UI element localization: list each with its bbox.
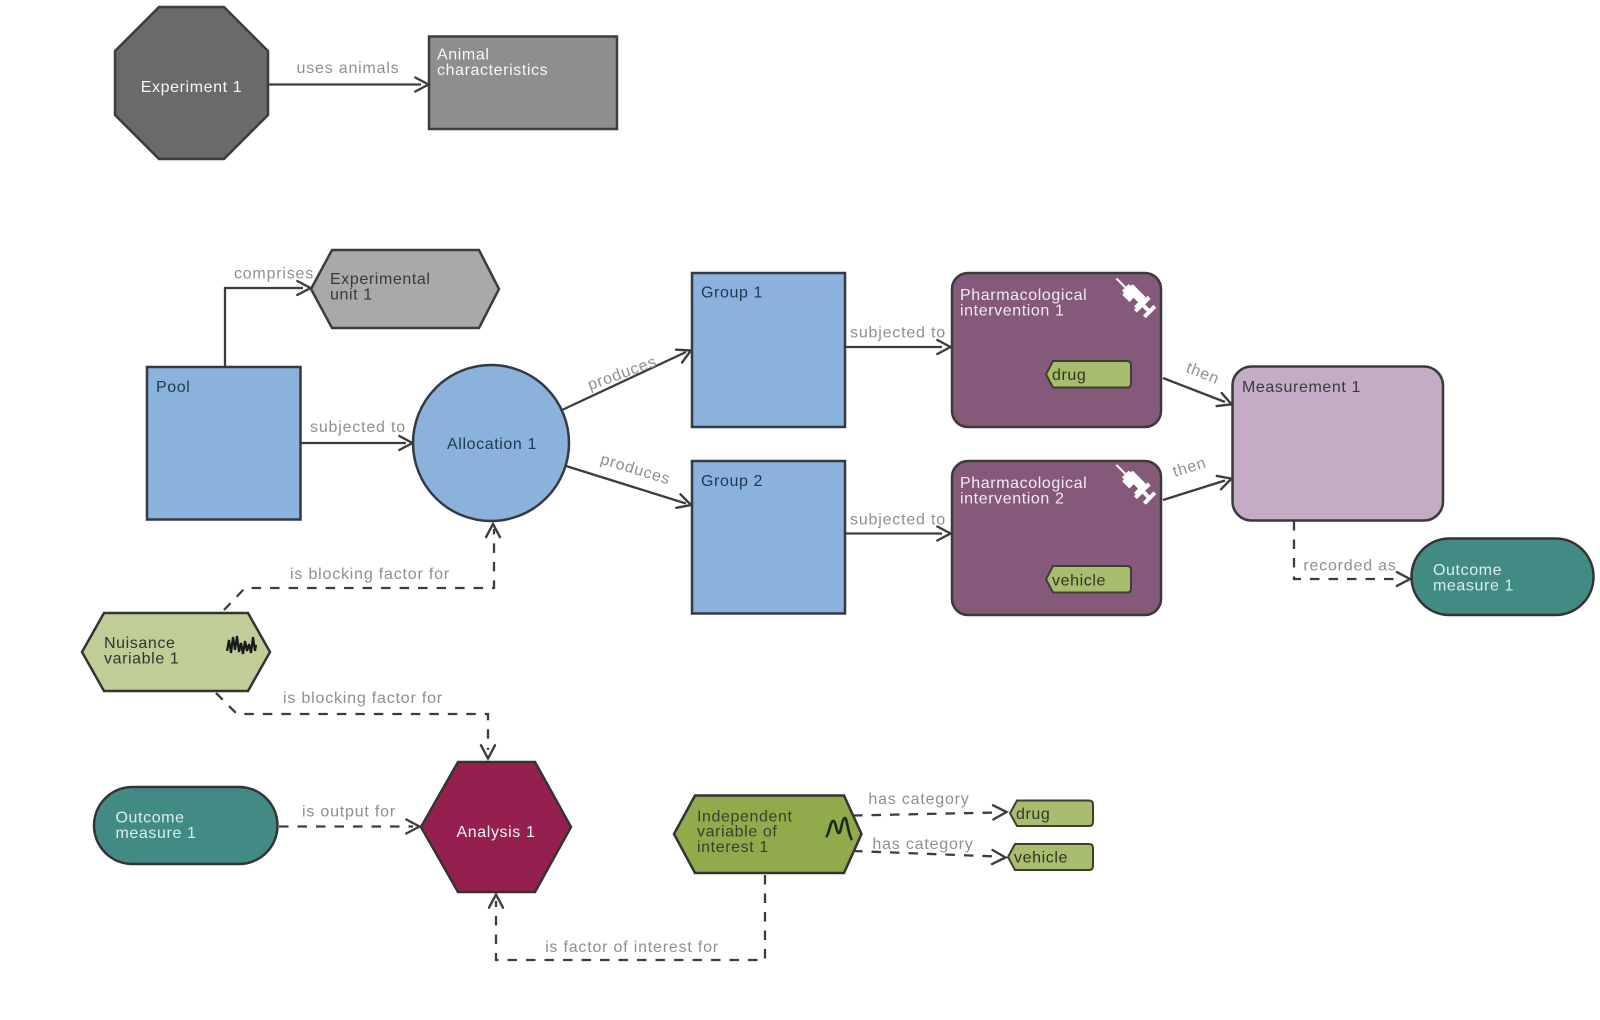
- svg-text:subjected to: subjected to: [850, 512, 946, 529]
- svg-text:Outcome: Outcome: [1433, 562, 1502, 579]
- svg-text:is output for: is output for: [302, 804, 396, 821]
- svg-text:has category: has category: [872, 836, 973, 853]
- svg-text:Pool: Pool: [156, 379, 190, 396]
- svg-text:is blocking factor for: is blocking factor for: [283, 690, 443, 707]
- svg-text:Animal: Animal: [437, 47, 490, 64]
- svg-text:comprises: comprises: [234, 266, 314, 283]
- svg-text:measure 1: measure 1: [1433, 578, 1514, 595]
- svg-text:has category: has category: [868, 791, 969, 808]
- svg-text:Allocation 1: Allocation 1: [447, 436, 537, 453]
- svg-text:Nuisance: Nuisance: [104, 635, 176, 652]
- svg-text:Experimental: Experimental: [330, 271, 431, 288]
- svg-text:vehicle: vehicle: [1014, 850, 1068, 867]
- svg-text:Pharmacological: Pharmacological: [960, 287, 1087, 304]
- svg-text:Independent: Independent: [697, 808, 793, 825]
- svg-text:variable 1: variable 1: [104, 651, 179, 668]
- svg-text:intervention 1: intervention 1: [960, 303, 1064, 320]
- svg-text:subjected to: subjected to: [310, 419, 406, 436]
- svg-text:intervention 2: intervention 2: [960, 491, 1064, 508]
- svg-text:unit 1: unit 1: [330, 287, 373, 304]
- svg-text:Group 2: Group 2: [701, 473, 763, 490]
- svg-text:Experiment 1: Experiment 1: [141, 79, 242, 96]
- svg-text:is factor of interest for: is factor of interest for: [545, 939, 719, 956]
- svg-text:vehicle: vehicle: [1052, 573, 1106, 590]
- svg-text:interest 1: interest 1: [697, 839, 769, 856]
- svg-text:Measurement 1: Measurement 1: [1242, 379, 1361, 396]
- svg-text:is blocking factor for: is blocking factor for: [290, 566, 450, 583]
- svg-text:characteristics: characteristics: [437, 62, 548, 79]
- svg-text:uses animals: uses animals: [297, 60, 400, 77]
- svg-text:Pharmacological: Pharmacological: [960, 475, 1087, 492]
- svg-text:subjected to: subjected to: [850, 325, 946, 342]
- svg-text:Analysis 1: Analysis 1: [457, 824, 536, 841]
- svg-text:variable of: variable of: [697, 824, 777, 841]
- svg-text:drug: drug: [1016, 806, 1050, 823]
- svg-text:recorded as: recorded as: [1303, 558, 1396, 575]
- svg-text:drug: drug: [1052, 367, 1086, 384]
- svg-text:Group 1: Group 1: [701, 285, 763, 302]
- svg-text:Outcome: Outcome: [116, 810, 185, 827]
- svg-text:measure 1: measure 1: [116, 825, 197, 842]
